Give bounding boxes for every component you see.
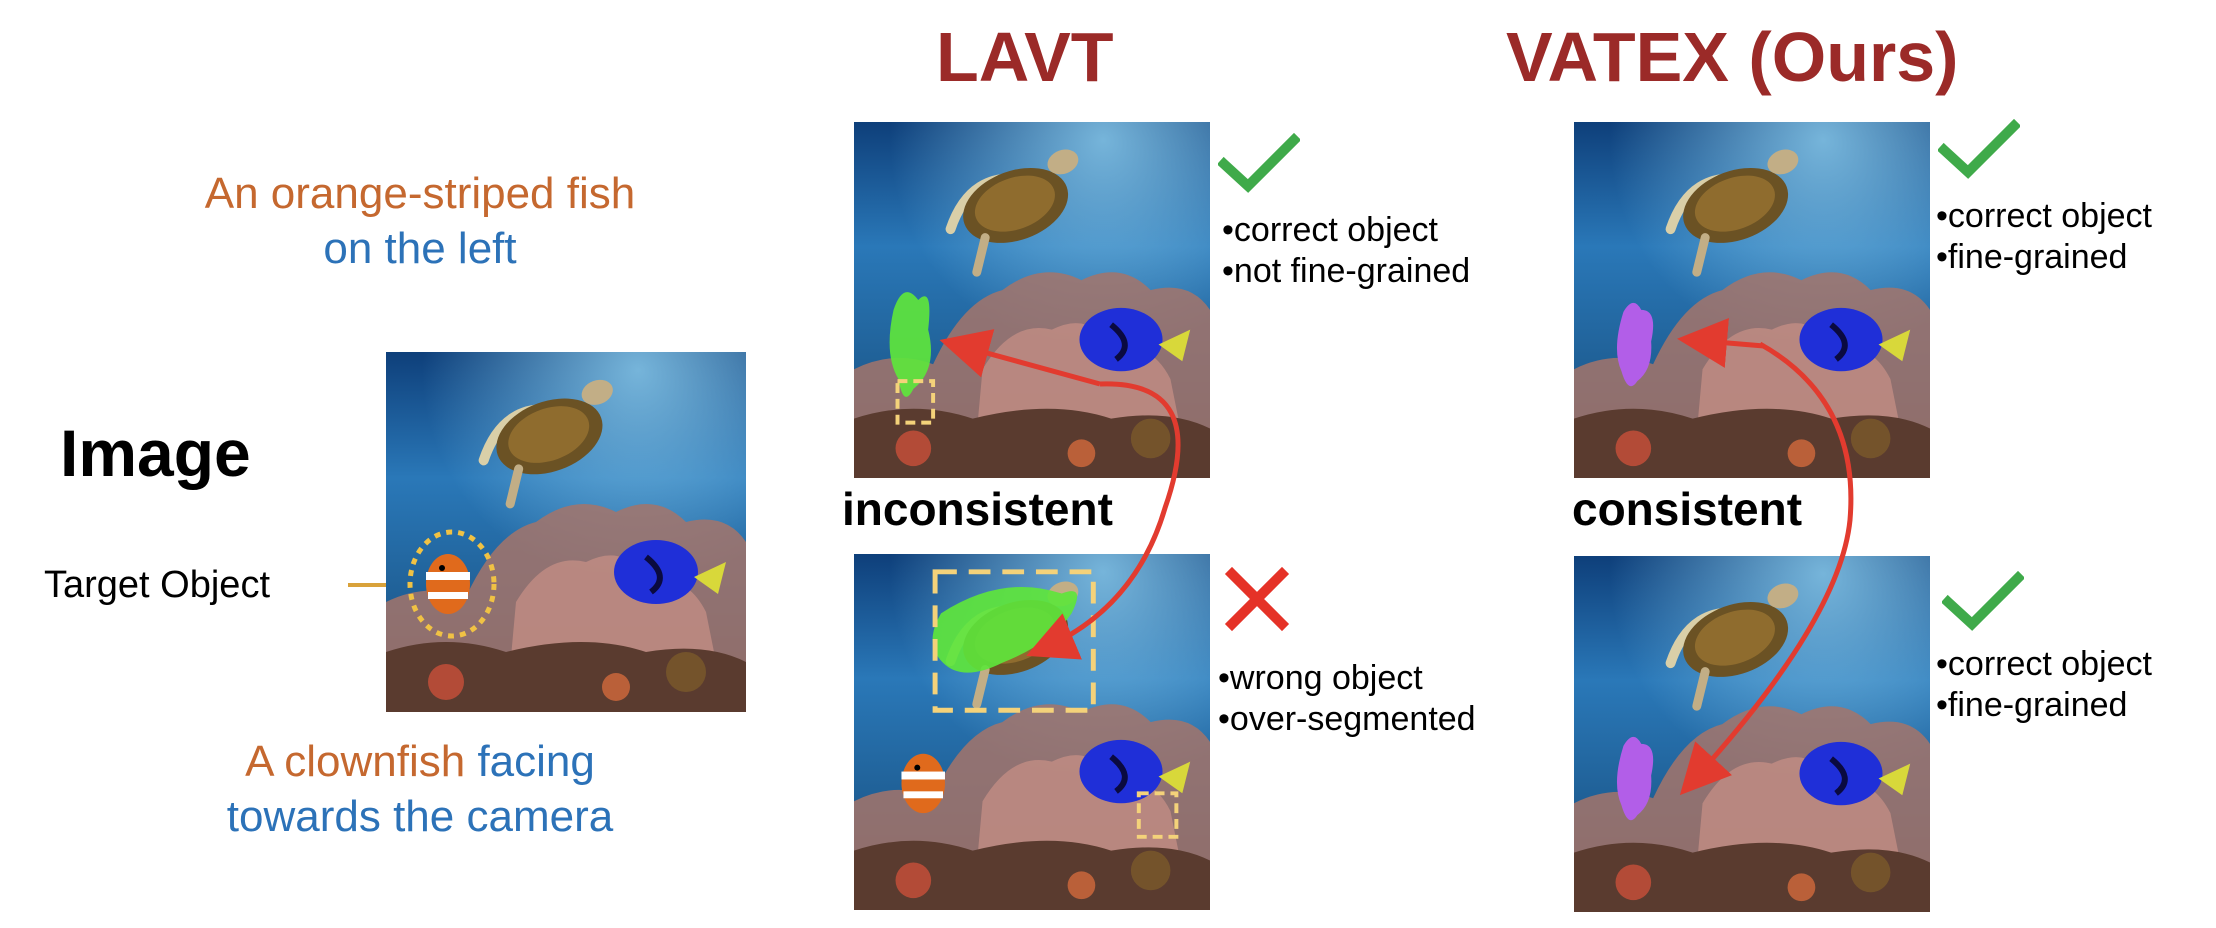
note-item: •fine-grained — [1936, 238, 2128, 277]
caption-query-2-part1: A clownfish — [245, 737, 466, 786]
vatex-status-label: consistent — [1572, 483, 1803, 535]
vatex-bottom-mask — [1616, 736, 1654, 821]
vatex-bottom-result — [1572, 556, 1932, 912]
caption-query-2-part3: towards the camera — [226, 792, 614, 841]
source-image — [386, 352, 746, 712]
vatex-arrow-head-top — [1677, 317, 1765, 368]
caption-query-2: A clownfish facing towards the camera — [140, 734, 700, 844]
lavt-title: LAVT — [936, 18, 1114, 96]
lavt-status-label: inconsistent — [842, 483, 1113, 535]
vatex-top-mask — [1616, 302, 1654, 387]
lavt-bottom-notes: •wrong object •over-segmented — [1218, 658, 1476, 741]
lavt-arrow-head-top — [939, 329, 1101, 387]
lavt-bottom-dashed-box-large — [932, 569, 1096, 713]
lavt-bottom-result — [852, 554, 1212, 910]
lavt-bottom-mask — [932, 586, 1078, 673]
caption-query-1-part2: on the left — [323, 224, 517, 273]
image-label: Image — [60, 416, 251, 490]
cross-icon — [1224, 566, 1290, 632]
target-highlight-ellipse — [407, 529, 497, 639]
lavt-top-notes: •correct object •not fine-grained — [1222, 210, 1470, 293]
caption-query-2-part2: facing — [465, 737, 595, 786]
vatex-arrow — [1679, 341, 1854, 796]
vatex-top-notes: •correct object •fine-grained — [1936, 196, 2152, 279]
note-item: •wrong object — [1218, 659, 1423, 697]
note-item: •correct object — [1936, 645, 2152, 683]
note-item: •fine-grained — [1936, 686, 2128, 725]
vatex-title: VATEX (Ours) — [1506, 18, 1959, 96]
lavt-top-dashed-box — [895, 379, 936, 425]
vatex-bottom-notes: •correct object •fine-grained — [1936, 644, 2152, 727]
note-item: •correct object — [1222, 211, 1438, 249]
lavt-top-result — [852, 122, 1212, 478]
note-item: •over-segmented — [1218, 700, 1476, 739]
vatex-top-result — [1572, 122, 1932, 478]
note-item: •correct object — [1936, 197, 2152, 235]
caption-query-1-part1: An orange-striped fish — [204, 169, 636, 218]
lavt-top-mask — [889, 292, 931, 397]
check-icon — [1938, 118, 2020, 179]
check-icon — [1218, 132, 1300, 193]
note-item: •not fine-grained — [1222, 252, 1471, 291]
caption-query-1: An orange-striped fish on the left — [140, 166, 700, 276]
lavt-bottom-dashed-box-small — [1136, 791, 1179, 839]
target-object-label: Target Object — [44, 564, 270, 606]
lavt-arrow — [1026, 381, 1181, 660]
check-icon — [1942, 570, 2024, 631]
